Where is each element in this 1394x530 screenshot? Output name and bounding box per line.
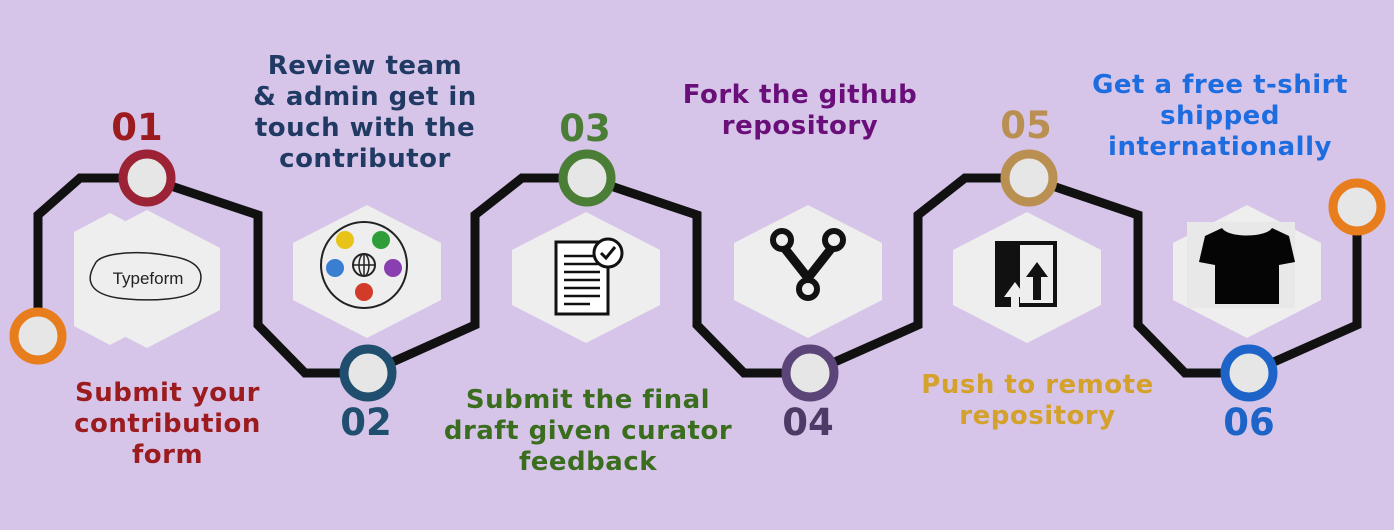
ring-04 xyxy=(781,344,839,402)
step-number-03: 03 xyxy=(559,107,611,150)
git-fork-icon xyxy=(770,228,846,301)
step-label-04-line-2: repository xyxy=(721,111,879,141)
push-upload-icon xyxy=(995,241,1057,310)
step-number-01: 01 xyxy=(111,106,163,149)
step-label-06-line-1: Get a free t-shirt xyxy=(1092,70,1348,100)
step-label-06: Get a free t-shirt shipped international… xyxy=(1065,70,1375,163)
step-number-05: 05 xyxy=(1000,104,1052,147)
typeform-logo-text: Typeform xyxy=(113,269,184,288)
step-label-03: Submit the final draft given curator fee… xyxy=(418,385,758,478)
typeform-logo: Typeform xyxy=(89,252,202,301)
step-label-01-line-3: form xyxy=(131,440,204,470)
step-label-02-line-4: contributor xyxy=(279,144,451,174)
ring-group xyxy=(9,149,1386,402)
step-label-02: Review team & admin get in touch with th… xyxy=(225,51,505,175)
ring-03 xyxy=(558,149,616,207)
hexagon-2 xyxy=(293,205,441,338)
step-number-02: 02 xyxy=(340,401,392,444)
step-label-04: Fork the github repository xyxy=(655,80,945,142)
step-label-02-line-2: & admin get in xyxy=(253,82,477,112)
step-label-01-line-1: Submit your xyxy=(75,378,260,408)
team-globe-icon xyxy=(320,221,408,309)
hexagon-1-body xyxy=(74,210,220,348)
step-label-03-line-2: draft given curator xyxy=(443,416,733,446)
step-number-04: 04 xyxy=(782,401,834,444)
hexagon-5 xyxy=(953,212,1101,343)
step-label-01: Submit your contribution form xyxy=(40,378,295,471)
step-label-03-line-3: feedback xyxy=(518,447,658,477)
document-check-icon xyxy=(554,237,624,316)
ring-02 xyxy=(339,344,397,402)
ring-05 xyxy=(1000,149,1058,207)
step-label-06-line-2: shipped xyxy=(1160,101,1280,131)
step-label-01-line-2: contribution xyxy=(74,409,261,439)
step-label-02-line-1: Review team xyxy=(267,51,463,81)
ring-06 xyxy=(1220,344,1278,402)
step-label-04-line-1: Fork the github xyxy=(682,80,918,110)
step-label-02-line-3: touch with the xyxy=(254,113,476,143)
step-label-05-line-1: Push to remote xyxy=(921,370,1154,400)
step-label-05: Push to remote repository xyxy=(885,370,1190,432)
connector-path xyxy=(33,173,1362,378)
end-ring xyxy=(1328,178,1386,236)
step-label-03-line-1: Submit the final xyxy=(465,385,711,415)
step-label-06-line-3: internationally xyxy=(1108,132,1332,162)
start-ring xyxy=(9,307,67,365)
step-label-05-line-2: repository xyxy=(959,401,1116,431)
tshirt-icon xyxy=(1187,222,1295,308)
step-number-06: 06 xyxy=(1223,401,1275,444)
ring-01 xyxy=(118,149,176,207)
